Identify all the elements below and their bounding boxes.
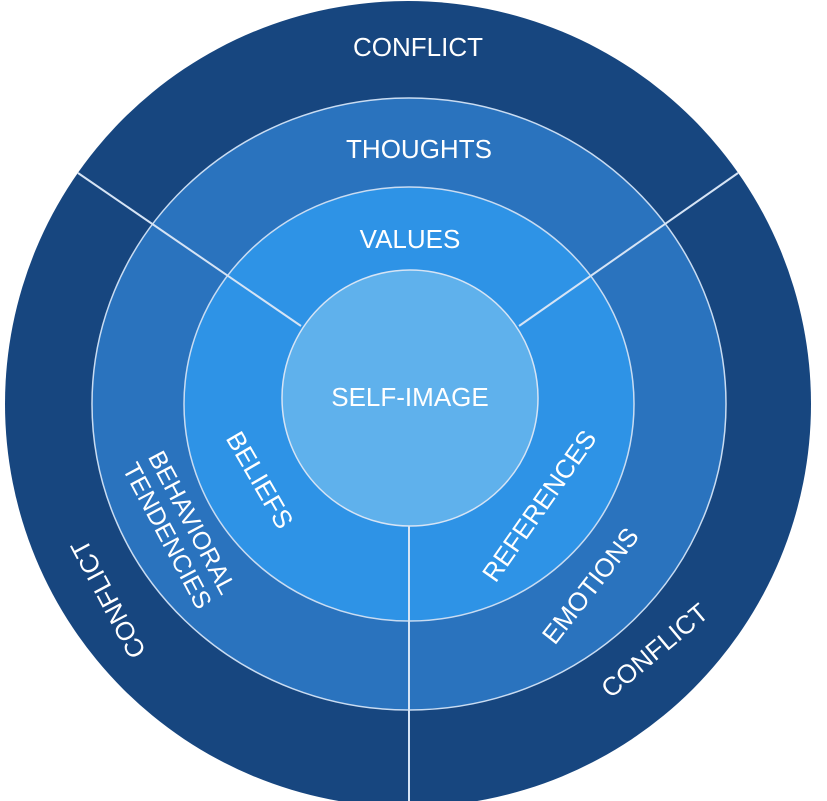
label-conflict-top: CONFLICT: [353, 32, 483, 62]
divider-upper-right: [518, 172, 739, 327]
label-thoughts: THOUGHTS: [346, 134, 492, 164]
core-self-image: [281, 269, 539, 527]
label-self-image: SELF-IMAGE: [331, 382, 488, 412]
divider-upper-left: [77, 172, 302, 327]
label-values: VALUES: [360, 224, 461, 254]
